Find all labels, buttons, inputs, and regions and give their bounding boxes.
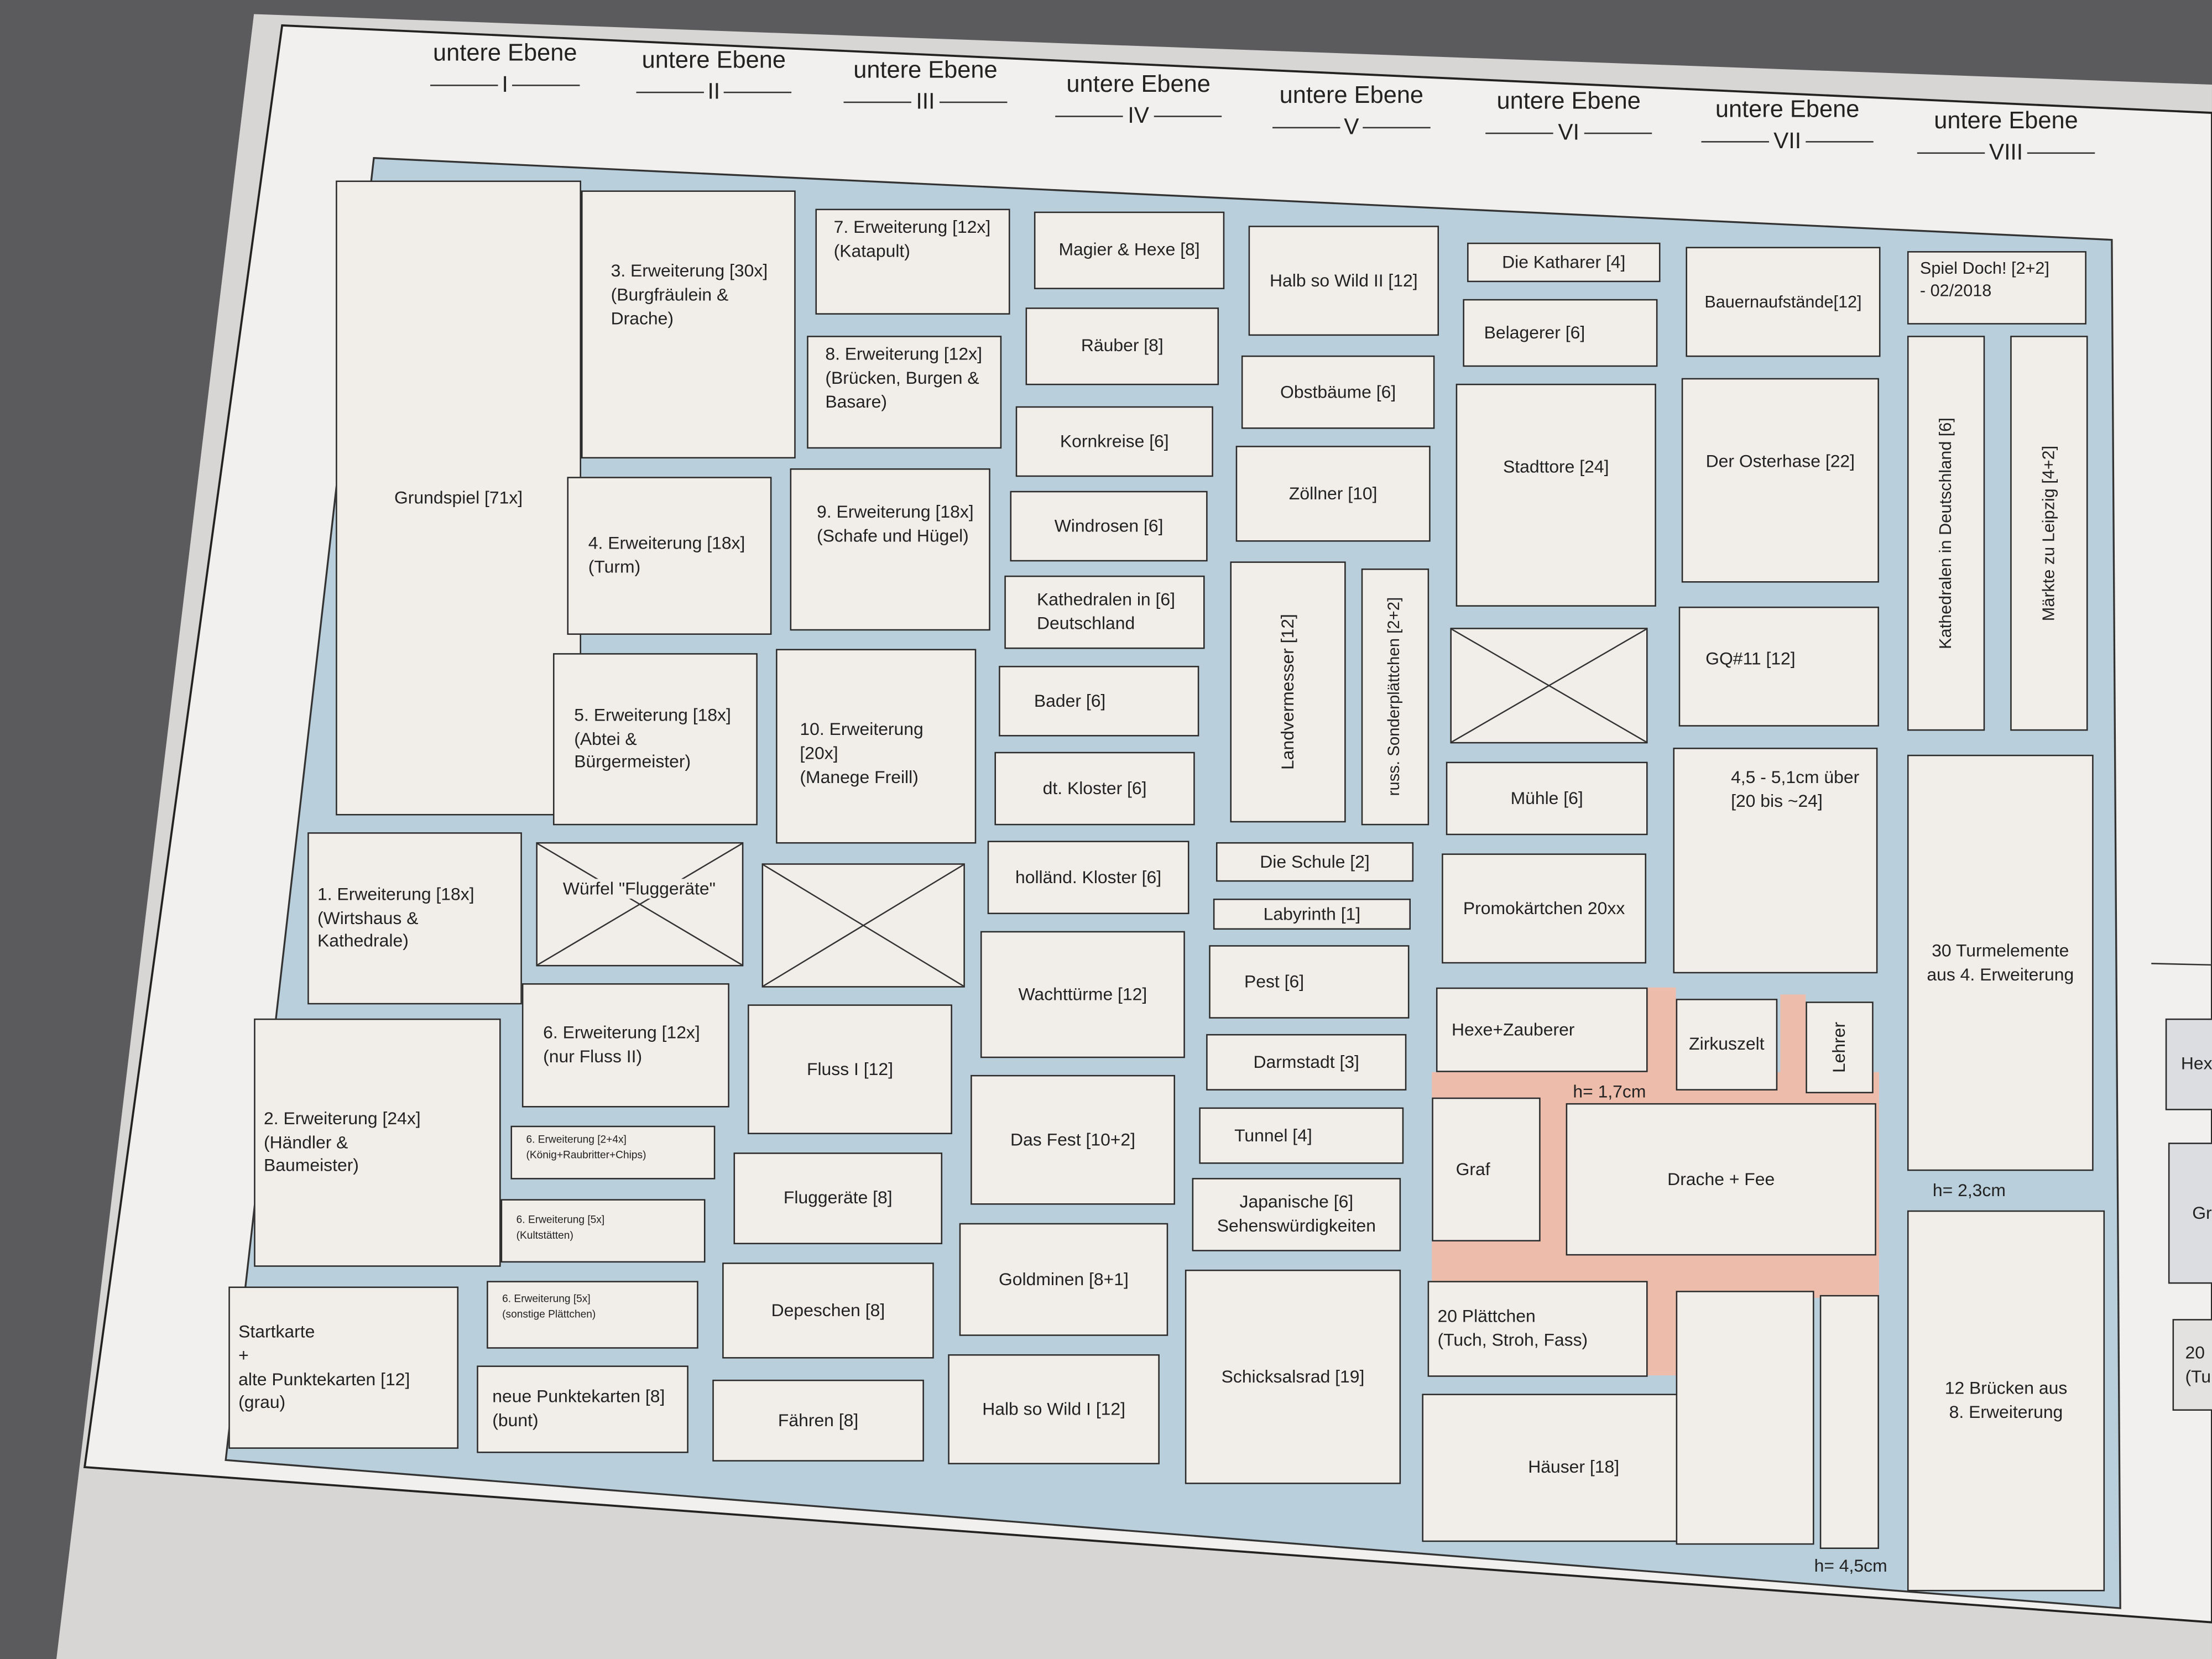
box-erweiterung-3: 3. Erweiterung [30x] (Burgfräulein & Dra…: [581, 190, 796, 459]
cross-out-icon: [537, 843, 742, 965]
box-kornkreise: Kornkreise [6]: [1015, 406, 1213, 477]
edge-box-hex: Hex: [2165, 1018, 2212, 1110]
box-bauernaufstaende: Bauernaufstände[12]: [1686, 247, 1881, 357]
cross-out-icon: [763, 864, 964, 987]
box-faehren: Fähren [8]: [712, 1379, 924, 1462]
russ-sonderplaettchen-label: russ. Sonderplättchen [2+2]: [1385, 597, 1403, 796]
box-erweiterung-6-kultstaetten: 6. Erweiterung [5x] (Kultstätten): [500, 1199, 706, 1263]
edge-box-20: 20 (Tu: [2172, 1319, 2212, 1411]
box-halb-so-wild-1: Halb so Wild I [12]: [948, 1354, 1160, 1464]
box-belagerer: Belagerer [6]: [1463, 299, 1658, 367]
box-landvermesser: Landvermesser [12]: [1230, 561, 1346, 823]
box-die-schule: Die Schule [2]: [1215, 842, 1414, 882]
box-empty-1: [1676, 1291, 1814, 1545]
box-erweiterung-10: 10. Erweiterung [20x] (Manege Freill): [776, 649, 977, 844]
box-grundspiel: Grundspiel [71x]: [336, 180, 582, 816]
box-russ-sonderplaettchen: russ. Sonderplättchen [2+2]: [1361, 568, 1430, 826]
box-erweiterung-4: 4. Erweiterung [18x] (Turm): [567, 477, 772, 635]
box-muehle: Mühle [6]: [1446, 761, 1648, 836]
box-erweiterung-1: 1. Erweiterung [18x] (Wirtshaus & Kathed…: [307, 832, 522, 1005]
box-hollaend-kloster: holländ. Kloster [6]: [987, 841, 1190, 915]
box-die-katharer: Die Katharer [4]: [1467, 242, 1661, 283]
box-dt-kloster: dt. Kloster [6]: [994, 752, 1195, 826]
box-drache-fee: Drache + Fee: [1566, 1103, 1876, 1256]
cross-out-icon: [1451, 629, 1647, 742]
box-darmstadt: Darmstadt [3]: [1206, 1034, 1407, 1091]
box-spiel-doch: Spiel Doch! [2+2] - 02/2018: [1907, 251, 2086, 325]
box-promokaertchen: Promokärtchen 20xx: [1442, 853, 1647, 964]
box-kathedralen-deutschland: Kathedralen in [6] Deutschland: [1004, 575, 1205, 649]
height-label-2-3cm: h= 2,3cm: [1932, 1181, 2006, 1201]
box-hexe-zauberer: Hexe+Zauberer: [1436, 987, 1648, 1072]
box-schicksalsrad: Schicksalsrad [19]: [1185, 1269, 1401, 1484]
edge-box-gr: Gr: [2168, 1142, 2212, 1284]
box-12-bruecken: 12 Brücken aus 8. Erweiterung: [1907, 1210, 2105, 1592]
box-goldminen: Goldminen [8+1]: [959, 1223, 1168, 1336]
box-der-osterhase: Der Osterhase [22]: [1681, 378, 1879, 583]
box-magier-hexe: Magier & Hexe [8]: [1034, 211, 1225, 289]
box-haeuser: Häuser [18]: [1422, 1394, 1725, 1542]
box-japanische-sehenswuerdigkeiten: Japanische [6] Sehenswürdigkeiten: [1192, 1178, 1401, 1251]
box-erweiterung-2: 2. Erweiterung [24x] (Händler & Baumeist…: [254, 1018, 501, 1267]
box-empty-2: [1819, 1295, 1879, 1549]
box-fluggeraete: Fluggeräte [8]: [733, 1152, 943, 1244]
box-lehrer: Lehrer: [1806, 1001, 1874, 1094]
box-hoehe-info: 4,5 - 5,1cm über [20 bis ~24]: [1673, 748, 1878, 974]
lehrer-label: Lehrer: [1829, 1022, 1849, 1073]
box-maerkte-leipzig: Märkte zu Leipzig [4+2]: [2010, 336, 2088, 731]
box-crossed-out-1: [761, 863, 965, 988]
maerkte-label: Märkte zu Leipzig [4+2]: [2039, 445, 2059, 621]
box-raeuber: Räuber [8]: [1025, 307, 1219, 385]
box-erweiterung-7: 7. Erweiterung [12x] (Katapult): [815, 208, 1010, 315]
box-tunnel: Tunnel [4]: [1199, 1107, 1404, 1164]
box-depeschen: Depeschen [8]: [722, 1262, 934, 1359]
box-wuerfel-fluggeraete: Würfel "Fluggeräte": [536, 842, 744, 967]
box-bader: Bader [6]: [999, 666, 1199, 737]
box-erweiterung-8: 8. Erweiterung [12x] (Brücken, Burgen & …: [807, 336, 1002, 449]
box-erweiterung-6-sonstige: 6. Erweiterung [5x] (sonstige Plättchen): [487, 1281, 698, 1349]
box-erweiterung-6-koenig: 6. Erweiterung [2+4x] (König+Raubritter+…: [510, 1125, 716, 1180]
box-obstbaeume: Obstbäume [6]: [1241, 355, 1435, 429]
box-wachttuerme: Wachttürme [12]: [980, 931, 1185, 1058]
box-30-turmelemente: 30 Turmelemente aus 4. Erweiterung: [1907, 754, 2094, 1171]
box-startkarte: Startkarte + alte Punktekarten [12] (gra…: [228, 1286, 459, 1449]
box-fluss-1: Fluss I [12]: [748, 1004, 952, 1135]
box-20-plaettchen: 20 Plättchen (Tuch, Stroh, Fass): [1427, 1281, 1648, 1377]
kathedralen-label: Kathedralen in Deutschland [6]: [1936, 417, 1956, 649]
box-windrosen: Windrosen [6]: [1010, 491, 1208, 562]
box-kathedralen-deutschland-2: Kathedralen in Deutschland [6]: [1907, 336, 1985, 731]
box-pest: Pest [6]: [1209, 945, 1410, 1019]
box-zoellner: Zöllner [10]: [1235, 446, 1431, 542]
box-erweiterung-9: 9. Erweiterung [18x] (Schafe und Hügel): [790, 468, 990, 631]
box-gq11: GQ#11 [12]: [1678, 606, 1879, 727]
wuerfel-label: Würfel "Fluggeräte": [562, 879, 716, 899]
box-crossed-out-2: [1450, 628, 1648, 744]
box-das-fest: Das Fest [10+2]: [971, 1074, 1175, 1205]
box-graf: Graf: [1432, 1097, 1541, 1241]
height-label-4-5cm: h= 4,5cm: [1814, 1556, 1887, 1576]
box-erweiterung-5: 5. Erweiterung [18x] (Abtei & Bürgermeis…: [552, 653, 758, 826]
box-stadttore: Stadttore [24]: [1455, 383, 1656, 607]
box-halb-so-wild-2: Halb so Wild II [12]: [1248, 226, 1439, 336]
box-erweiterung-6: 6. Erweiterung [12x] (nur Fluss II): [521, 983, 729, 1108]
landvermesser-label: Landvermesser [12]: [1277, 614, 1297, 770]
box-zirkuszelt: Zirkuszelt: [1676, 999, 1778, 1091]
box-labyrinth: Labyrinth [1]: [1213, 898, 1411, 930]
height-label-1-7cm: h= 1,7cm: [1573, 1082, 1646, 1102]
box-neue-punktekarten: neue Punktekarten [8] (bunt): [477, 1365, 688, 1453]
